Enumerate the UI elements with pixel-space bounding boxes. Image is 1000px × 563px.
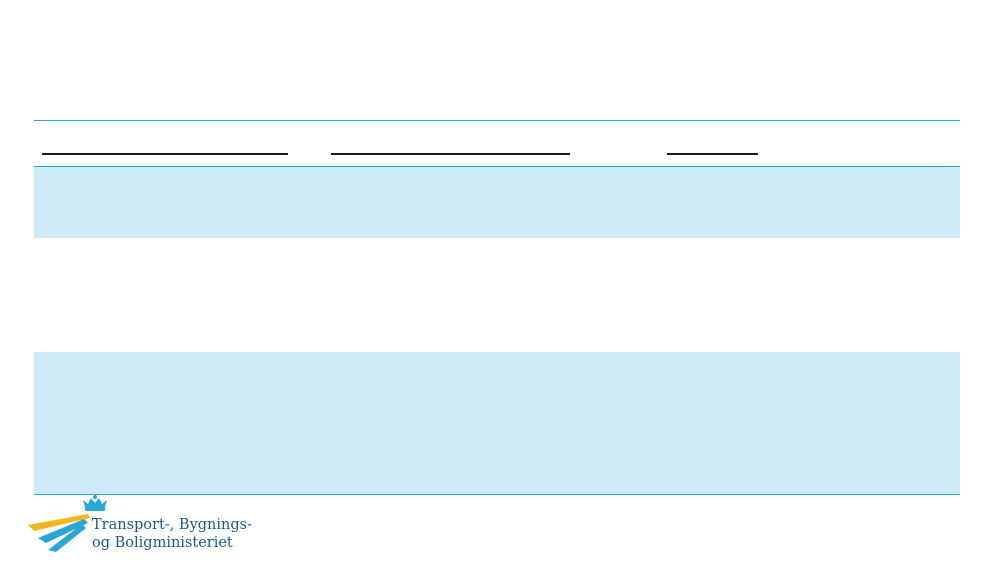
table-bottom-rule bbox=[34, 494, 960, 495]
table-header-row bbox=[34, 121, 960, 167]
ministry-logo: Transport-, Bygnings- og Boligministerie… bbox=[26, 494, 252, 556]
table-header-rule bbox=[34, 166, 960, 167]
ministry-name-line-1: Transport-, Bygnings- bbox=[92, 517, 252, 533]
column-header-underline-1 bbox=[42, 153, 288, 155]
ministry-name-line-2: og Boligministeriet bbox=[92, 535, 233, 551]
column-header-underline-2 bbox=[331, 153, 570, 155]
ministry-name: Transport-, Bygnings- og Boligministerie… bbox=[92, 516, 252, 552]
table-row-shaded-2 bbox=[34, 352, 960, 494]
table-top-rule bbox=[34, 120, 960, 121]
crown-road-icon bbox=[28, 494, 107, 552]
column-header-underline-3 bbox=[667, 153, 758, 155]
table-row-shaded-1 bbox=[34, 167, 960, 238]
